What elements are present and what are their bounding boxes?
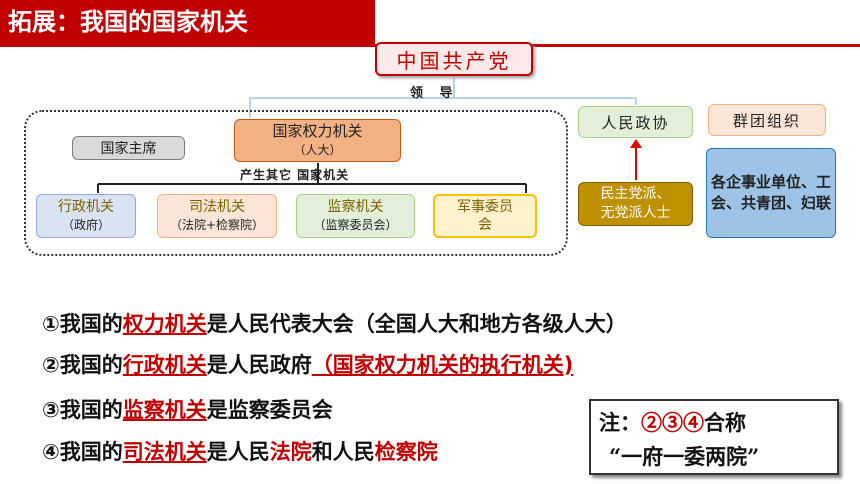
supervisory-organ-label: 监察机关	[327, 199, 384, 215]
admin-organ-label: 行政机关	[58, 199, 114, 215]
parties-line1: 民主党派、	[600, 186, 671, 202]
admin-organ-sub: （政府）	[61, 218, 110, 232]
power-organ-label: 国家权力机关	[272, 121, 363, 140]
chairman-box: 国家主席	[72, 136, 185, 160]
military-commission-box: 军事委员 会	[433, 194, 537, 238]
lead-label: 领 导	[410, 86, 459, 101]
statement-4: ④我国的司法机关是人民法院和人民检察院	[42, 440, 438, 464]
keyword: 权力机关	[122, 312, 207, 336]
judicial-organ-sub: （法院+检察院）	[169, 218, 265, 232]
state-organs-group	[24, 110, 568, 256]
democratic-parties-box: 民主党派、 无党派人士	[578, 182, 693, 226]
admin-organ-box: 行政机关 （政府）	[36, 194, 136, 238]
keyword-procuratorate: 检察院	[374, 440, 438, 464]
cppcc-box: 人民政协	[578, 106, 693, 138]
military-commission-label: 军事委员	[457, 199, 513, 215]
produce-label: 产生其它 国家机关	[240, 168, 350, 182]
mass-orgs-box: 群团组织	[708, 104, 826, 136]
keyword-extra: （国家权力机关的执行机关)	[311, 353, 574, 377]
statement-1: ①我国的权力机关是人民代表大会（全国人大和地方各级人大）	[42, 312, 627, 336]
military-commission-sub: 会	[478, 217, 492, 233]
note-phrase: “一府一委两院”	[609, 444, 760, 469]
keyword: 行政机关	[122, 353, 207, 377]
page-title: 拓展：我国的国家机关	[0, 0, 375, 44]
power-organ-box: 国家权力机关 （人大）	[234, 119, 401, 162]
keyword: 司法机关	[122, 440, 207, 464]
party-box: 中国共产党	[375, 42, 533, 76]
keyword-court: 法院	[269, 440, 312, 464]
judicial-organ-box: 司法机关 （法院+检察院）	[157, 194, 277, 238]
statement-3: ③我国的监察机关是监察委员会	[42, 398, 333, 422]
keyword: 监察机关	[122, 398, 207, 422]
supervisory-organ-box: 监察机关 （监察委员会）	[296, 194, 415, 238]
parties-line2: 无党派人士	[600, 205, 671, 221]
note-box: 注：②③④合称 “一府一委两院”	[589, 399, 839, 475]
enterprises-box: 各企事业单位、工会、共青团、妇联	[706, 148, 836, 238]
judicial-organ-label: 司法机关	[189, 199, 245, 215]
note-line1: 注：②③④合称	[599, 410, 746, 435]
statement-2: ②我国的行政机关是人民政府（国家权力机关的执行机关)	[42, 353, 574, 377]
supervisory-organ-sub: （监察委员会）	[313, 218, 398, 232]
power-organ-sub: （人大）	[293, 142, 342, 157]
